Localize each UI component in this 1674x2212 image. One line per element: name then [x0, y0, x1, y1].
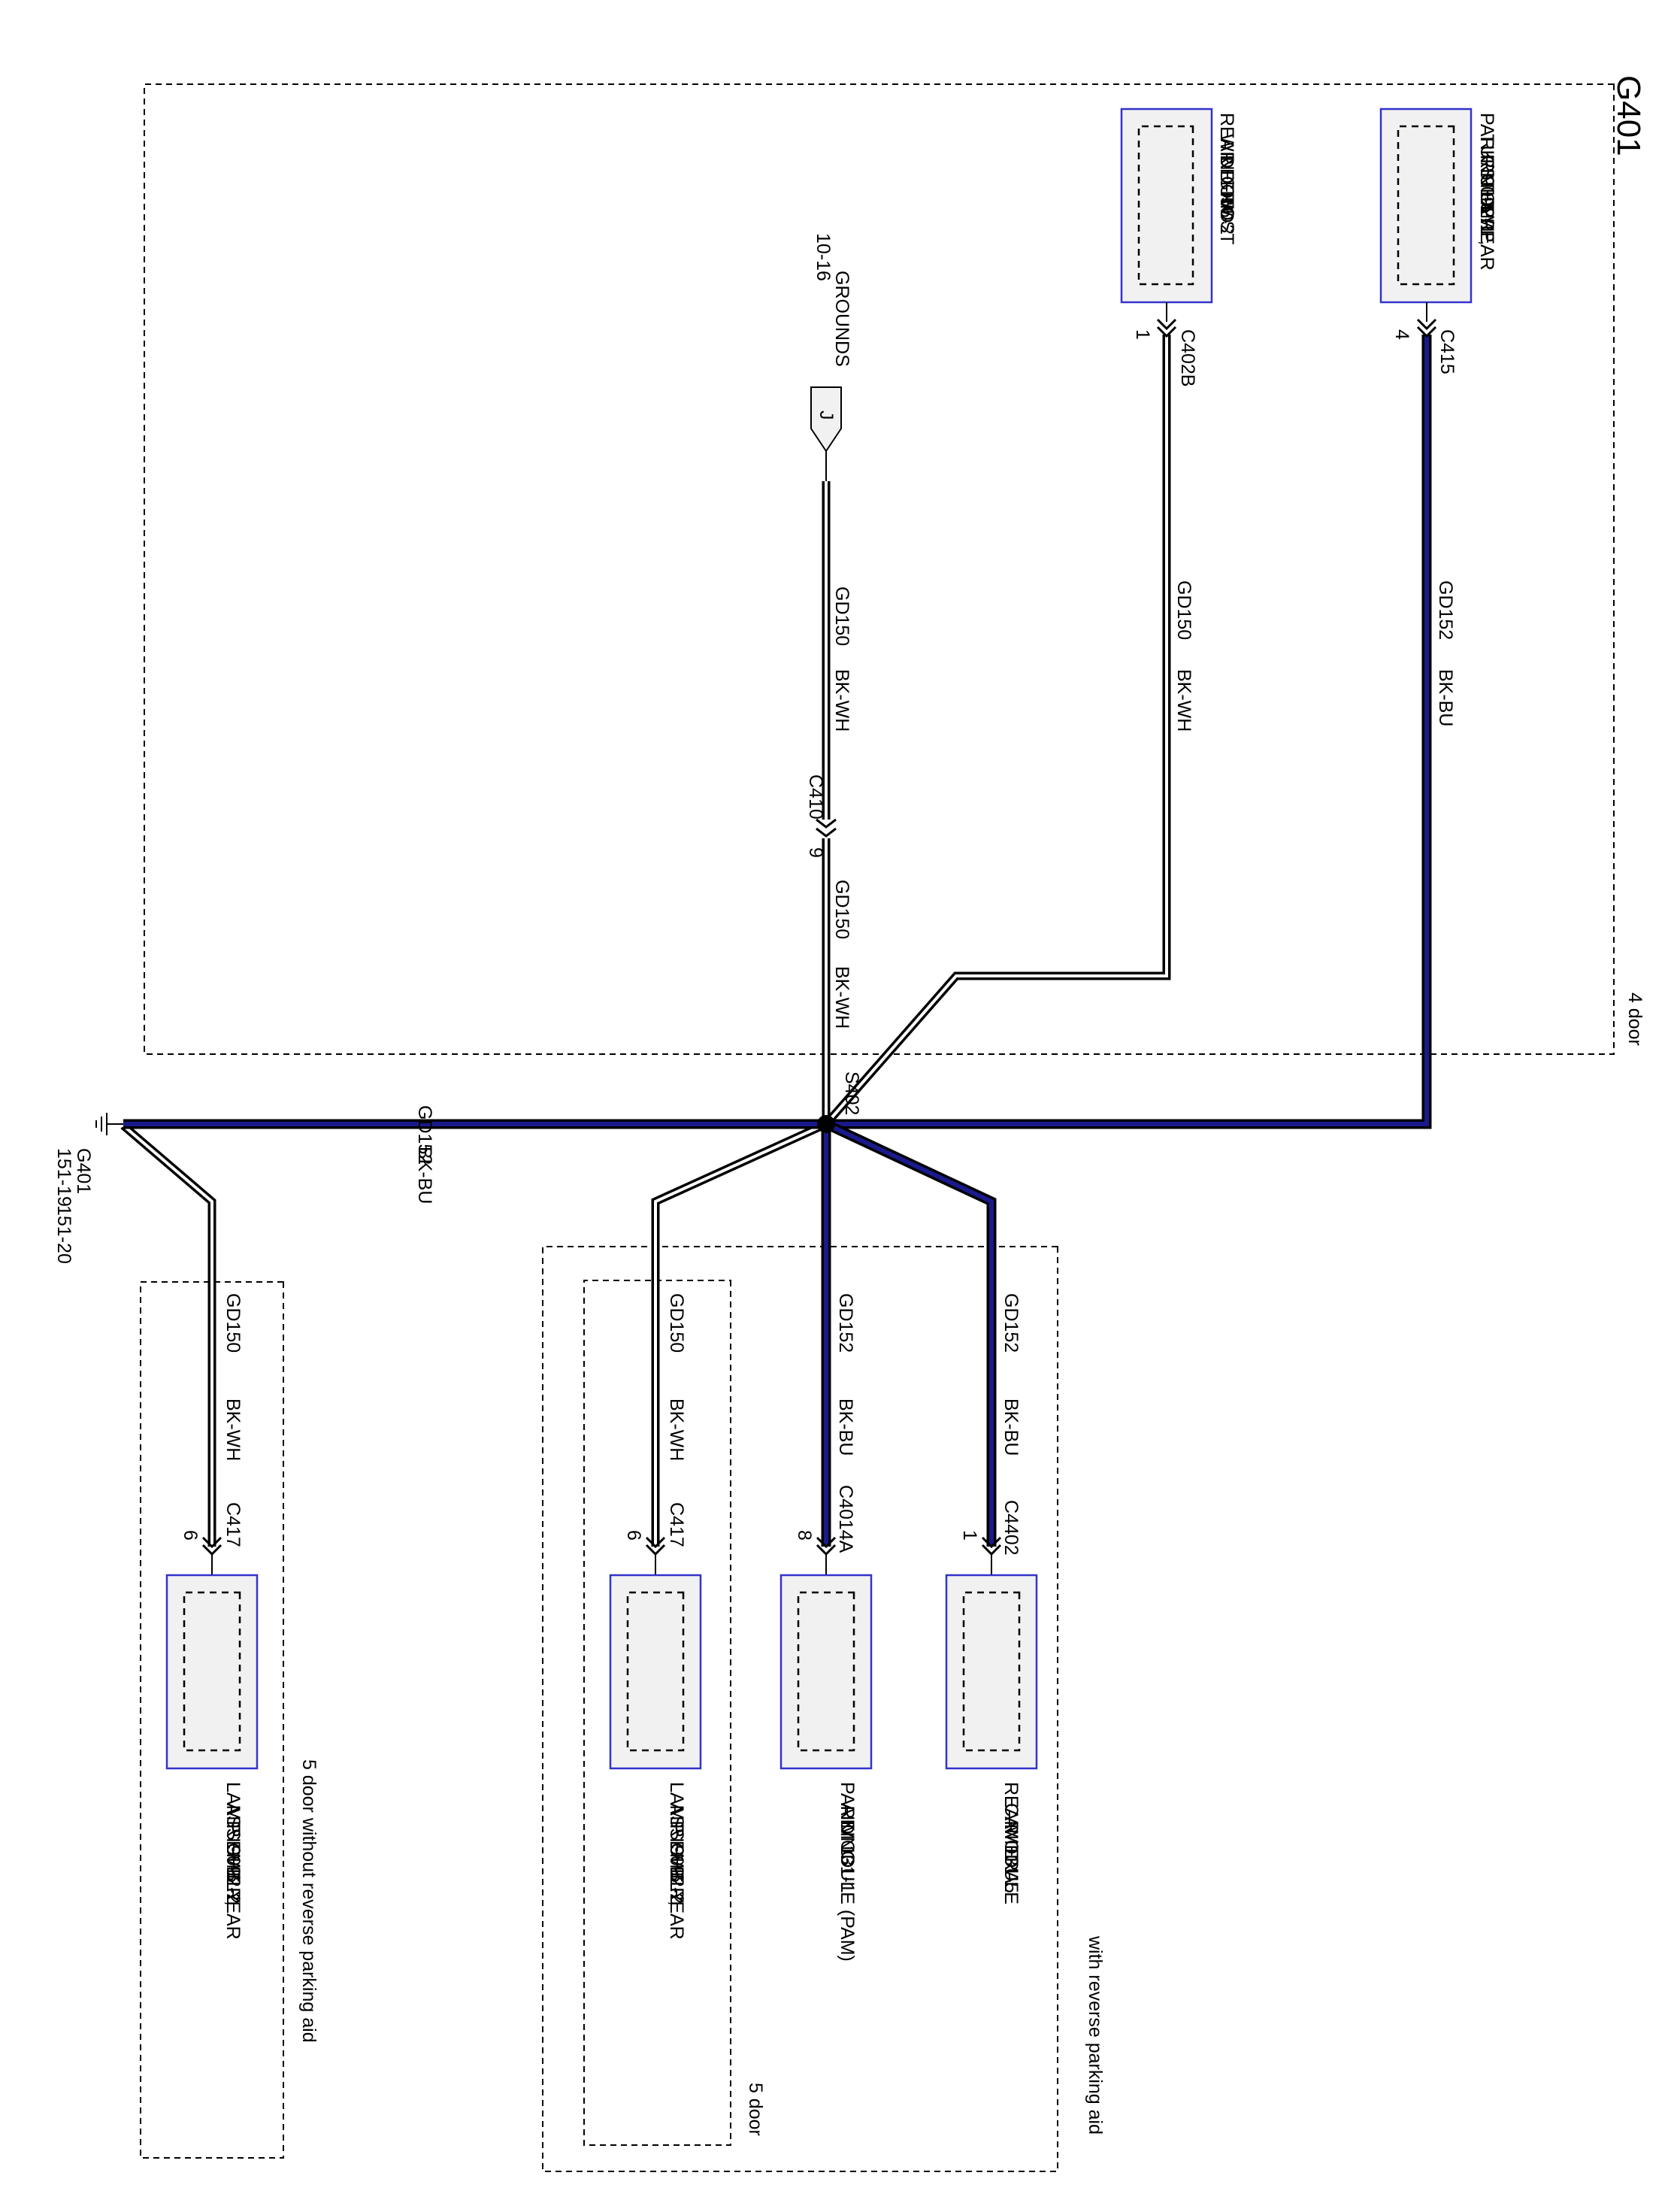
wire-defrost-to-splice [822, 335, 1171, 1127]
park-lamp-wire-circuit: GD152 [1435, 580, 1456, 640]
camera-component [945, 1536, 1038, 1770]
grounds-title: GROUNDS [831, 271, 852, 367]
lamp-no-rpa-pin: 6 [180, 1530, 201, 1541]
camera-pin: 1 [959, 1530, 980, 1541]
lamp-no-rpa-name-2: ASSEMBLY, [222, 1803, 244, 1906]
pam-pin: 8 [794, 1530, 815, 1541]
park-lamp-ref-1: 90-5 [1476, 176, 1497, 214]
lamp-no-rpa-name-1: LAMP [222, 1782, 244, 1833]
main-wire-circuit: GD152 [414, 1105, 435, 1165]
defrost-name-2: WINDOW [1216, 134, 1237, 217]
five-door-without-rpa-region [140, 1281, 284, 2159]
wire-splice-to-lamp-5door [651, 1120, 828, 1547]
inline-connector-label: C410 [805, 774, 826, 820]
pam-connector: C4014A [835, 1485, 856, 1553]
wire-park-lamp-to-splice [826, 335, 1432, 1129]
pam-wire-circuit: GD152 [835, 1293, 856, 1353]
inline-connector-c410-icon [816, 818, 837, 838]
grounds-wire-color: BK-WH [831, 669, 852, 732]
lamp-no-rpa-wire-circuit: GD150 [222, 1293, 244, 1353]
defrost-connector: C402B [1177, 329, 1198, 386]
lamp-5door-ref-2: 92-2 [666, 1866, 687, 1904]
park-lamp-wire-color: BK-BU [1435, 669, 1456, 726]
lamp-5door-name-1: LAMP [666, 1782, 687, 1833]
park-lamp-connector: C415 [1436, 329, 1458, 374]
ground-label: G401 [73, 1148, 94, 1194]
camera-connector: C4402 [1000, 1500, 1022, 1556]
grounds-connector-letter: J [816, 411, 837, 420]
camera-wire-color: BK-BU [1000, 1398, 1022, 1456]
camera-ref: 131-5 [1000, 1845, 1022, 1893]
park-lamp-name-1: PARK/STOP/ [1476, 113, 1497, 224]
pam-name-2: AID [837, 1803, 858, 1835]
lamp-no-rpa-component [165, 1536, 259, 1770]
lamp-no-rpa-ref-1: 90-6 [222, 1845, 244, 1883]
splice-label: S402 [841, 1071, 862, 1115]
defrost-pin: 1 [1132, 329, 1153, 340]
grounds-connector-j: J [810, 386, 842, 481]
lamp-5door-name-2: ASSEMBLY, [666, 1803, 687, 1906]
with-rpa-region [542, 1246, 1058, 2172]
lamp-no-rpa-ref-2: 92-2 [222, 1866, 244, 1904]
park-lamp-name-2: TURN LAMP, [1476, 134, 1497, 245]
defrost-grid-component [1120, 108, 1213, 338]
wire-splice-to-camera [824, 1120, 997, 1547]
defrost-name-3: DEFROST [1216, 155, 1237, 244]
ground-ref-2: 151-20 [53, 1205, 74, 1264]
defrost-wire-circuit: GD150 [1173, 580, 1194, 640]
five-door-without-rpa-label: 5 door without reverse parking aid [298, 1759, 319, 2043]
four-door-region [144, 83, 1615, 1055]
splice-dot [817, 1115, 835, 1133]
lamp-5door-wire-circuit: GD150 [666, 1293, 687, 1353]
lamp-5door-wire-color: BK-WH [666, 1398, 687, 1461]
page-title: G401 [1610, 75, 1647, 156]
lamp-no-rpa-connector: C417 [222, 1502, 244, 1547]
park-lamp-component [1379, 108, 1473, 338]
grounds-wire-circuit: GD150 [831, 586, 852, 646]
main-wire-color: BK-BU [414, 1147, 435, 1204]
camera-name-1: REAR [1000, 1782, 1022, 1834]
park-lamp-name-3: RIGHT REAR [1476, 155, 1497, 271]
lamp-5door-connector: C417 [666, 1502, 687, 1547]
lamp-5door-component [609, 1536, 702, 1770]
defrost-wire-color: BK-WH [1173, 669, 1194, 732]
pam-name-3: MODULE (PAM) [837, 1824, 858, 1962]
pam-wire-color: BK-BU [835, 1398, 856, 1456]
park-lamp-pin: 4 [1391, 329, 1412, 340]
lamp-5door-ref-1: 90-6 [666, 1845, 687, 1883]
park-lamp-ref-2: 92-1 [1476, 197, 1497, 235]
four-door-label: 4 door [1624, 992, 1645, 1046]
inline-connector-pin: 9 [805, 847, 826, 858]
five-door-label: 5 door [745, 2083, 766, 2136]
lamp-no-rpa-name-3: RIGHT REAR [222, 1824, 244, 1940]
wire-ground-to-lamp-no-rpa [120, 1122, 216, 1547]
ground-ref-1: 151-19 [53, 1148, 74, 1207]
lamp-5door-name-3: RIGHT REAR [666, 1824, 687, 1940]
grounds-wire2-color: BK-WH [831, 966, 852, 1029]
lamp-no-rpa-wire-color: BK-WH [222, 1398, 244, 1461]
pam-name-1: PARKING [837, 1782, 858, 1865]
camera-name-2: CAMERA [1000, 1803, 1022, 1883]
pam-ref: 131-1 [837, 1845, 858, 1893]
defrost-name: REAR [1216, 113, 1237, 165]
lamp-5door-pin: 6 [623, 1530, 644, 1541]
grounds-ref: 10-16 [813, 233, 834, 281]
defrost-ref: 56-2 [1216, 197, 1237, 235]
grounds-wire2-circuit: GD150 [831, 880, 852, 939]
pam-component [779, 1536, 873, 1770]
camera-name-3: MODULE [1000, 1824, 1022, 1904]
with-rpa-label: with reverse parking aid [1085, 1935, 1106, 2135]
ground-symbol-icon [95, 1113, 123, 1135]
defrost-name-4: GRID [1216, 176, 1237, 223]
camera-wire-circuit: GD152 [1000, 1293, 1022, 1353]
